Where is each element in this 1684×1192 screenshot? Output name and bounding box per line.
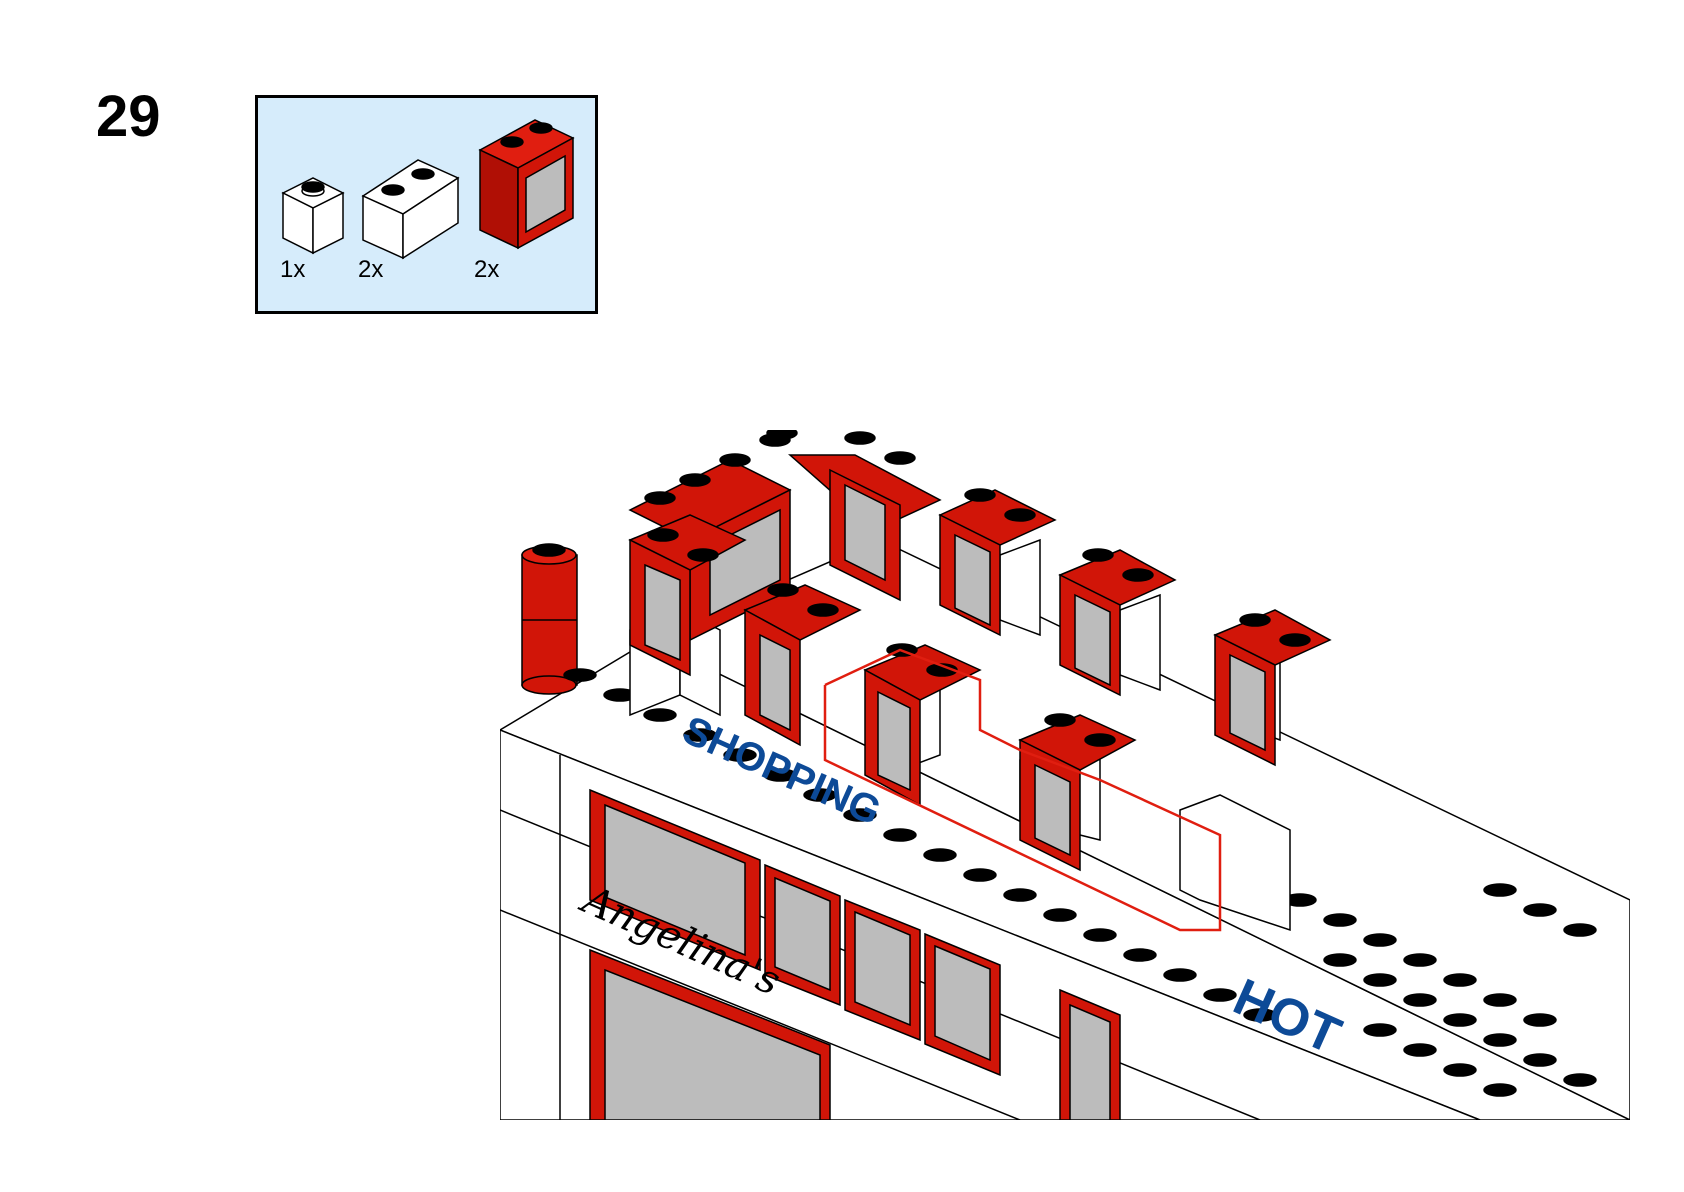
brick-1x2-white-icon [361,159,460,260]
roof-red-windows [628,430,1332,872]
building-model-illustration: SHOPPING Angelina's HOT [500,430,1630,1120]
parts-illustrations [281,119,575,260]
brick-1x1-white-icon [281,177,345,255]
new-parts-highlight [823,648,1222,932]
studs [563,668,1597,1097]
qty-window: 2x [474,256,500,283]
chimney [521,543,578,695]
qty-brick-1x1: 1x [280,256,306,283]
parts-list-panel: 1x 2x 2x [255,95,598,314]
qty-brick-1x2: 2x [358,256,384,283]
step-number: 29 [96,84,161,149]
window-red-icon [478,119,575,250]
lower-windows [589,788,1121,1120]
